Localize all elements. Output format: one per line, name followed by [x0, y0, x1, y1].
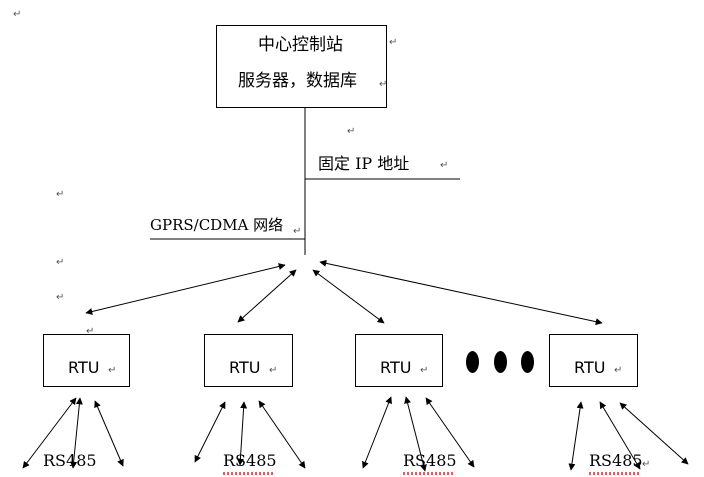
paragraph-mark-icon: ↵ [86, 326, 95, 337]
rs485-label: RS485 [223, 451, 277, 470]
rtu-label: RTU [380, 358, 412, 377]
rs485-link [236, 401, 248, 466]
paragraph-mark-icon: ↵ [13, 9, 22, 20]
rs485-link [619, 402, 689, 465]
paragraph-mark-icon: ↵ [293, 226, 302, 237]
spellcheck-underline [589, 472, 641, 475]
rs485-label: RS485 [43, 451, 97, 470]
rs485-link [568, 401, 584, 471]
center-station-title: 中心控制站 [258, 35, 343, 55]
center-station-box: 中心控制站 ↵ 服务器，数据库 ↵ [216, 25, 397, 108]
paragraph-mark-icon: ↵ [56, 292, 65, 303]
rs485-link [362, 396, 392, 469]
paragraph-mark-icon: ↵ [347, 126, 356, 137]
link-rtu-3 [312, 269, 385, 324]
rs485-link [94, 400, 124, 467]
paragraph-mark-icon: ↵ [108, 365, 117, 376]
rs485-link [194, 401, 226, 463]
ellipsis-dot [466, 351, 479, 373]
spellcheck-underline [403, 472, 455, 475]
rs485-link [22, 397, 77, 469]
paragraph-mark-icon: ↵ [389, 37, 398, 48]
network-label: GPRS/CDMA 网络 [150, 216, 284, 234]
link-rtu-1 [85, 263, 286, 315]
rs485-label: RS485 [403, 451, 457, 470]
center-station-subtitle: 服务器，数据库 [238, 71, 357, 91]
rtu-box-2: RTU ↵ [204, 334, 293, 387]
link-rtu-2 [237, 269, 297, 323]
rtu-label: RTU [68, 358, 100, 377]
rs485-link [404, 396, 427, 472]
rtu-label: RTU [229, 358, 261, 377]
rtu-label: RTU [574, 358, 606, 377]
paragraph-mark-icon: ↵ [440, 160, 449, 171]
link-rtu-4 [319, 259, 603, 326]
ellipsis-dot [521, 351, 534, 373]
paragraph-mark-icon: ↵ [420, 365, 429, 376]
rtu-box-3: RTU ↵ [355, 334, 443, 387]
paragraph-mark-icon: ↵ [642, 459, 651, 470]
paragraph-mark-icon: ↵ [379, 79, 388, 90]
fixed-ip-label: 固定 IP 地址 [318, 154, 410, 173]
rtu-box-1: RTU ↵ [43, 334, 130, 387]
ellipsis-dot [494, 351, 507, 373]
rtu-box-4: RTU ↵ [549, 334, 638, 387]
rs485-link [425, 397, 475, 468]
paragraph-mark-icon: ↵ [269, 365, 278, 376]
rs485-label: RS485 [589, 451, 643, 470]
paragraph-mark-icon: ↵ [56, 189, 65, 200]
paragraph-mark-icon: ↵ [614, 365, 623, 376]
rs485-link [70, 397, 83, 469]
rs485-link [258, 400, 306, 469]
spellcheck-underline [223, 472, 275, 475]
paragraph-mark-icon: ↵ [56, 257, 65, 268]
